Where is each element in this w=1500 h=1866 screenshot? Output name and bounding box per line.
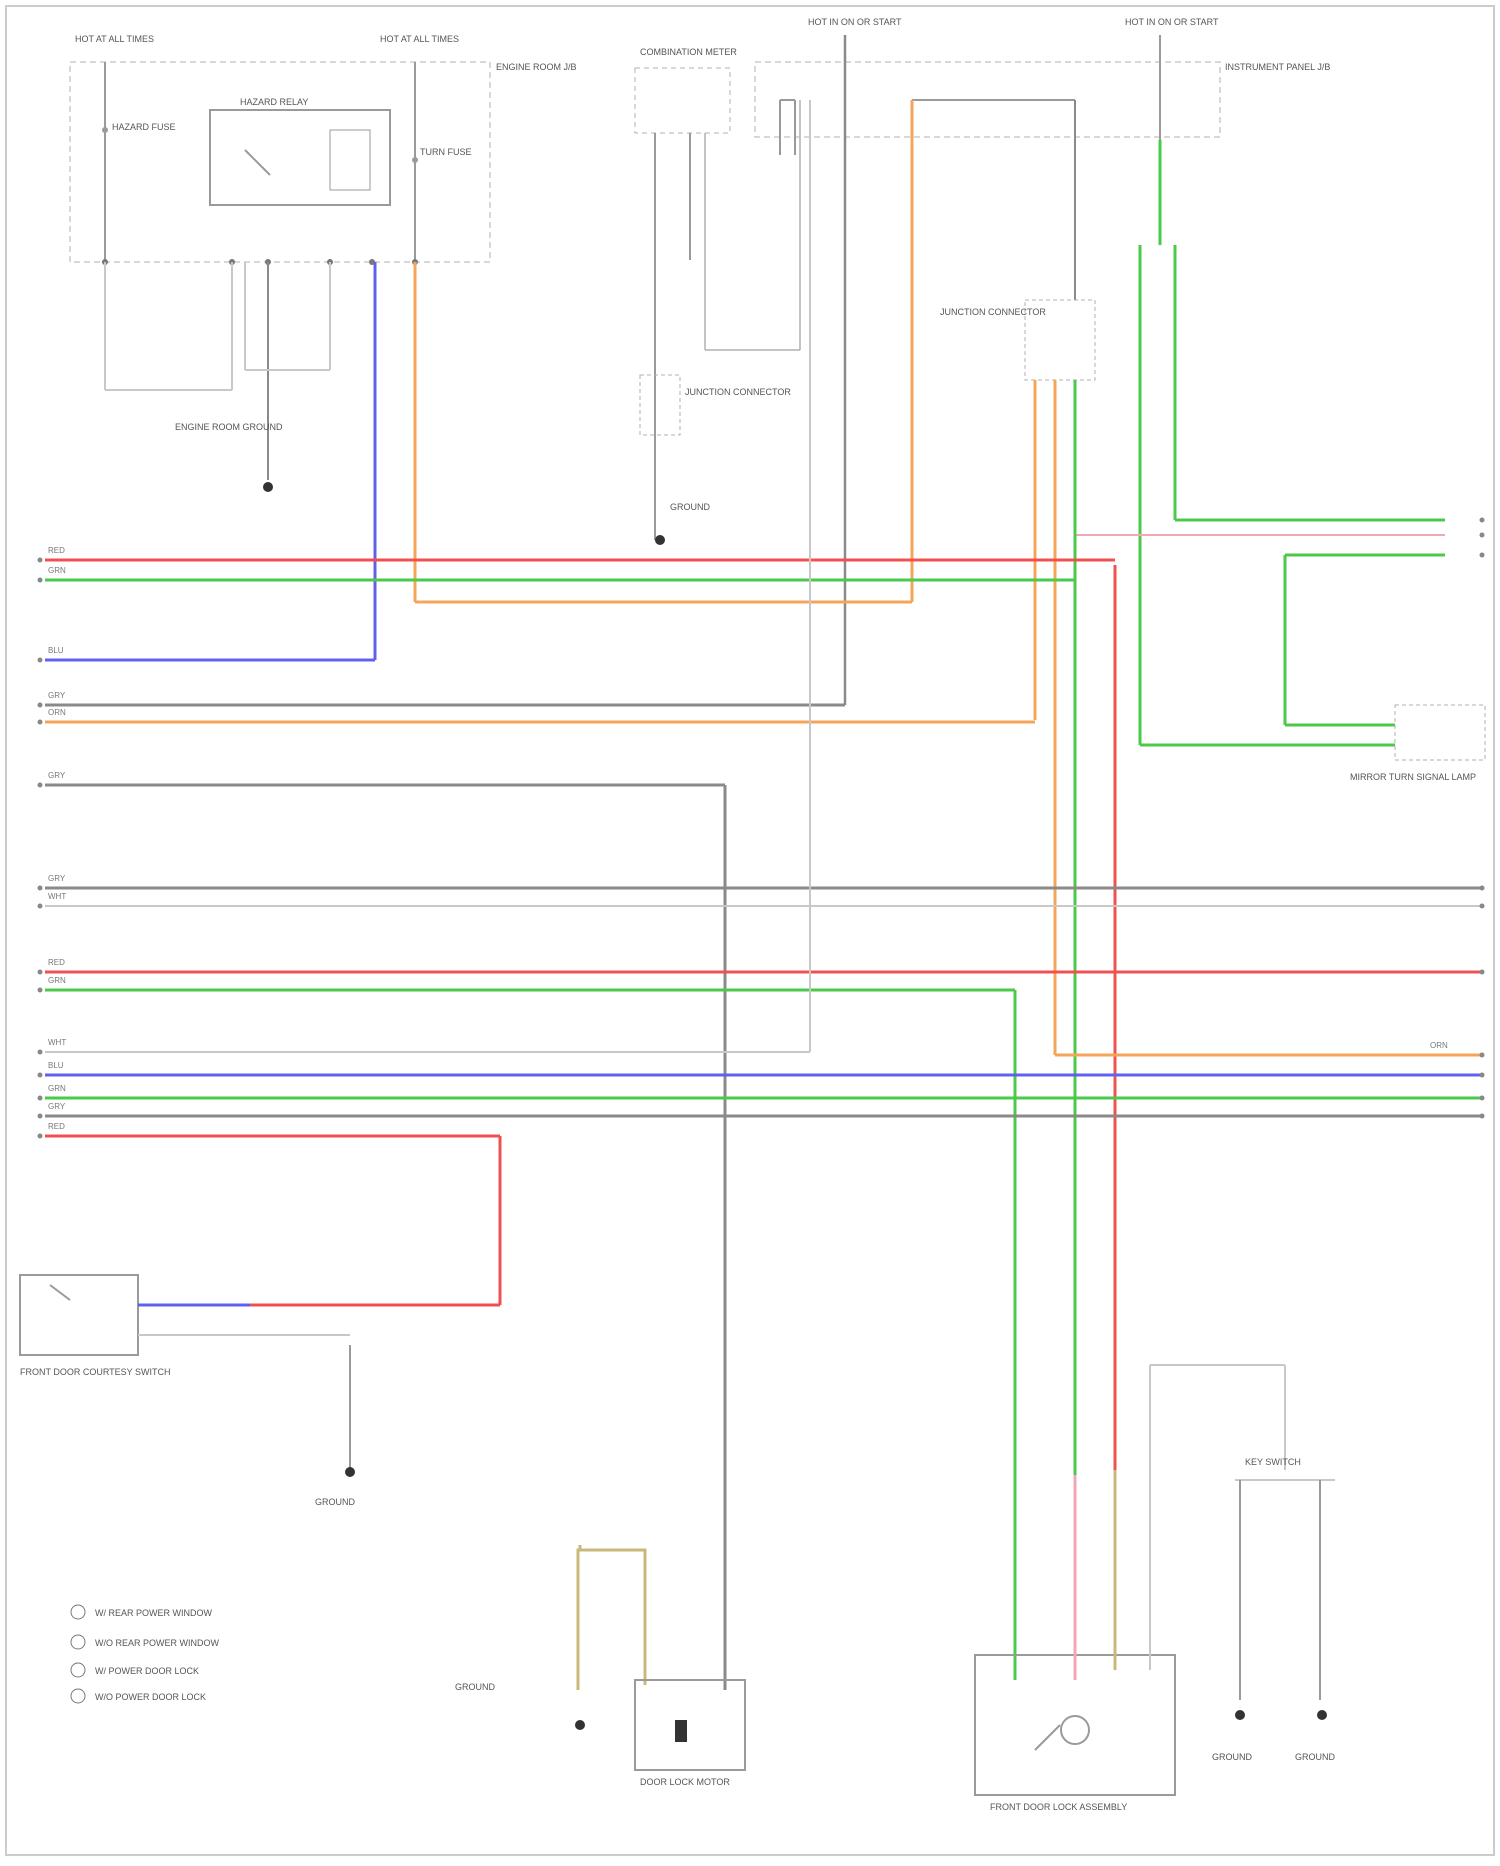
ground-b-symbol [1317, 1710, 1327, 1720]
wire-code-r1: RED [48, 546, 65, 555]
ground-bottom-label: GROUND [315, 1497, 355, 1507]
relay-junction-block: HOT AT ALL TIMES HOT AT ALL TIMES ENGINE… [70, 34, 577, 492]
door-lock-assembly-block: FRONT DOOR LOCK ASSEMBLY KEY SWITCH GROU… [975, 1365, 1335, 1812]
ground-b-label: GROUND [1295, 1752, 1335, 1762]
relay-switch-arm [245, 150, 270, 175]
relay-box-label: ENGINE ROOM J/B [496, 62, 577, 72]
combination-meter-block: COMBINATION METER JUNCTION CONNECTOR GRO… [635, 47, 800, 545]
wire-code-r8: RED [48, 958, 65, 967]
door-lock-motor-block: GROUND DOOR LOCK MOTOR [455, 1545, 745, 1787]
wire-code-labels: RED GRN BLU GRY ORN GRY GRY WHT RED GRN … [48, 546, 1448, 1131]
wire-code-r1b: GRN [48, 566, 66, 575]
ground-left-symbol [263, 482, 273, 492]
mirror-lamp-label: MIRROR TURN SIGNAL LAMP [1350, 772, 1476, 782]
ground-bottom-symbol [345, 1467, 355, 1477]
ground-a-label: GROUND [1212, 1752, 1252, 1762]
wire-code-r3: BLU [48, 646, 64, 655]
hazard-fuse-label: HAZARD FUSE [112, 122, 176, 132]
ground-left-label: ENGINE ROOM GROUND [175, 422, 283, 432]
hot-ign-2-label: HOT IN ON OR START [1125, 17, 1219, 27]
wire-code-r6: GRY [48, 771, 66, 780]
junction-block-outline [70, 62, 490, 262]
wire-code-r8b: GRN [48, 976, 66, 985]
wire-code-r7: GRY [48, 874, 66, 883]
hazard-relay-box [210, 110, 390, 205]
door-lock-assy-label: FRONT DOOR LOCK ASSEMBLY [990, 1802, 1127, 1812]
fuse-a-label: HOT AT ALL TIMES [75, 34, 154, 44]
legend: W/ REAR POWER WINDOW W/O REAR POWER WIND… [71, 1605, 219, 1703]
wire-code-r10: RED [48, 1122, 65, 1131]
wire-code-r9: WHT [48, 1038, 66, 1047]
ground-a-symbol [1235, 1710, 1245, 1720]
instrument-panel-label: INSTRUMENT PANEL J/B [1225, 62, 1330, 72]
junction-mid-label: JUNCTION CONNECTOR [685, 387, 791, 397]
legend-item-3: W/ POWER DOOR LOCK [95, 1666, 199, 1676]
legend-item-1: W/ REAR POWER WINDOW [95, 1608, 212, 1618]
wire-code-r4: GRY [48, 691, 66, 700]
combination-meter-outline [635, 68, 730, 133]
key-switch-label: KEY SWITCH [1245, 1457, 1301, 1467]
wire-code-r7b: WHT [48, 892, 66, 901]
wire-code-r4b: ORN [48, 708, 66, 717]
wire-code-r9e: GRY [48, 1102, 66, 1111]
instrument-panel-block: HOT IN ON OR START HOT IN ON OR START IN… [755, 17, 1485, 782]
door-lock-motor-core [675, 1720, 687, 1742]
door-switch-label: FRONT DOOR COURTESY SWITCH [20, 1367, 171, 1377]
wire-code-r9d: GRN [48, 1084, 66, 1093]
hazard-relay-label: HAZARD RELAY [240, 97, 308, 107]
legend-item-2: W/O REAR POWER WINDOW [95, 1638, 219, 1648]
ground-center-label: GROUND [670, 502, 710, 512]
door-lock-motor-label: DOOR LOCK MOTOR [640, 1777, 730, 1787]
mirror-lamp-body [1395, 705, 1485, 760]
door-lock-motor-body [635, 1680, 745, 1770]
door-switch-body [20, 1275, 138, 1355]
combination-meter-label: COMBINATION METER [640, 47, 737, 57]
wire-code-r9c: BLU [48, 1061, 64, 1070]
legend-item-4: W/O POWER DOOR LOCK [95, 1692, 206, 1702]
hot-ign-1-label: HOT IN ON OR START [808, 17, 902, 27]
ground-center-symbol [655, 535, 665, 545]
edge-terminals [38, 518, 1485, 1139]
relay-coil [330, 130, 370, 190]
fuse-b-label: HOT AT ALL TIMES [380, 34, 459, 44]
door-switch-block: FRONT DOOR COURTESY SWITCH GROUND [20, 1275, 355, 1507]
ground-door-label: GROUND [455, 1682, 495, 1692]
ground-door-symbol [575, 1720, 585, 1730]
junction-connector-mid [640, 375, 680, 435]
page-border [6, 6, 1494, 1855]
turn-fuse-label: TURN FUSE [420, 147, 472, 157]
wire-code-r9b: ORN [1430, 1041, 1448, 1050]
center-connector-label: JUNCTION CONNECTOR [940, 307, 1046, 317]
horizontal-wire-bus [45, 100, 1480, 1690]
